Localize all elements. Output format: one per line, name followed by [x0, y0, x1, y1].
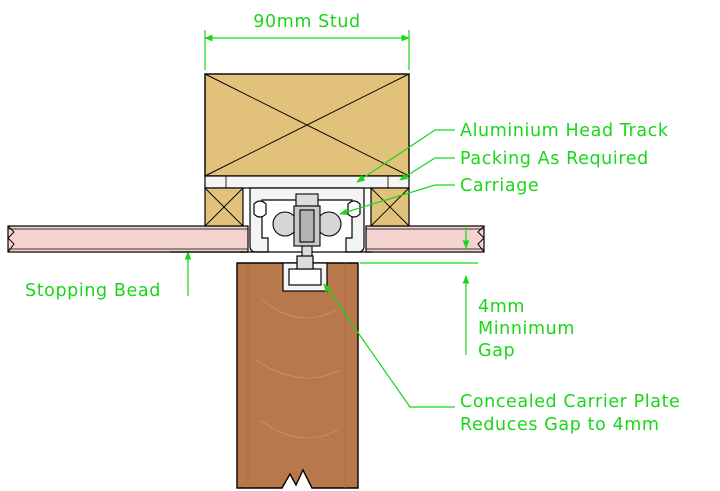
label-stopping-bead: Stopping Bead: [25, 281, 161, 301]
gap-label-line3: Gap: [478, 341, 515, 361]
label-head-track: Aluminium Head Track: [460, 121, 669, 141]
head-track: [204, 175, 410, 189]
label-carriage: Carriage: [460, 176, 539, 196]
label-carrier-line1: Concealed Carrier Plate: [460, 392, 680, 412]
packing-block-right: [370, 187, 410, 227]
timber-stud: [204, 73, 410, 177]
stud-dimension: [204, 30, 410, 70]
stopping-bead-leader: [170, 251, 248, 296]
leader-lines: [339, 129, 455, 216]
plasterboard-left: [7, 225, 249, 253]
plasterboard-right: [365, 225, 485, 253]
packing-block-left: [204, 187, 244, 227]
door-leaf: [236, 262, 359, 489]
stud-dimension-label: 90mm Stud: [253, 12, 361, 32]
label-packing: Packing As Required: [460, 149, 649, 169]
gap-label-line1: 4mm: [478, 297, 525, 317]
carrier-plate: [282, 255, 328, 292]
label-carrier-line2: Reduces Gap to 4mm: [460, 415, 660, 435]
gap-dimension: [360, 226, 478, 355]
carrier-plate-leader: [323, 283, 455, 408]
carriage: [272, 193, 342, 259]
track-profile: [240, 187, 372, 253]
gap-label-line2: Minnimum: [478, 319, 575, 339]
